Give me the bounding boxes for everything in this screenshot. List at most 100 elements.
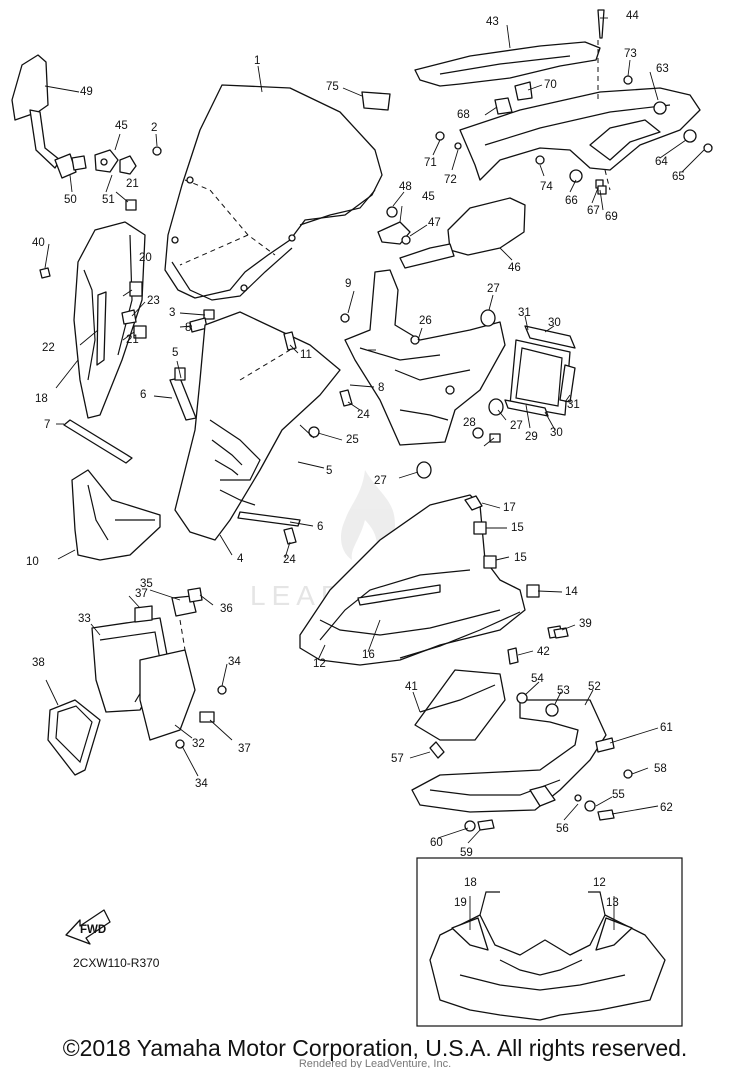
- mirror-grommets: [94, 149, 137, 211]
- callout-64: 64: [655, 156, 668, 168]
- callout-34: 34: [228, 656, 241, 668]
- callout-51: 51: [102, 194, 115, 206]
- callout-27: 27: [510, 420, 523, 432]
- inner-cowl: [169, 311, 341, 541]
- callout-47: 47: [428, 217, 441, 229]
- callout-38: 38: [32, 657, 45, 669]
- callout-12: 12: [593, 877, 606, 889]
- callout-20: 20: [139, 252, 152, 264]
- callout-8: 8: [185, 322, 191, 334]
- callout-12: 12: [313, 658, 326, 670]
- callout-16: 16: [362, 649, 375, 661]
- callout-55: 55: [612, 789, 625, 801]
- callout-33: 33: [78, 613, 91, 625]
- leader-lines: [44, 17, 705, 844]
- mirror-left: [11, 54, 87, 179]
- headlight-bracket: [340, 269, 506, 446]
- callout-9: 9: [345, 278, 351, 290]
- callout-37: 37: [135, 588, 148, 600]
- callout-69: 69: [605, 211, 618, 223]
- callout-48: 48: [399, 181, 412, 193]
- callout-28: 28: [463, 417, 476, 429]
- windscreen: [164, 84, 383, 301]
- rendered-by: Rendered by LeadVenture, Inc.: [298, 1058, 452, 1068]
- side-panel-left: [73, 221, 146, 419]
- callout-45: 45: [115, 120, 128, 132]
- callout-13: 13: [606, 897, 619, 909]
- callout-24: 24: [357, 409, 370, 421]
- callout-2: 2: [151, 122, 157, 134]
- callout-6: 6: [140, 389, 146, 401]
- callout-25: 25: [346, 434, 359, 446]
- callout-59: 59: [460, 847, 473, 859]
- mirror-right: [377, 197, 526, 269]
- callout-3: 3: [169, 307, 175, 319]
- callout-32: 32: [192, 738, 205, 750]
- callout-37: 37: [238, 743, 251, 755]
- under-cowl: [39, 267, 633, 832]
- callout-5: 5: [172, 347, 178, 359]
- callout-40: 40: [32, 237, 45, 249]
- callout-7: 7: [44, 419, 50, 431]
- callout-72: 72: [444, 174, 457, 186]
- callout-57: 57: [391, 753, 404, 765]
- air-duct: [71, 469, 161, 561]
- callout-23: 23: [147, 295, 160, 307]
- callouts: 1234556678891011121213141515161718181920…: [26, 10, 685, 909]
- callout-14: 14: [565, 586, 578, 598]
- fwd-label: FWD: [80, 924, 106, 936]
- callout-5: 5: [326, 465, 332, 477]
- duct-frame: [504, 325, 576, 417]
- side-fairing-right: [299, 494, 526, 666]
- callout-35: 35: [140, 578, 153, 590]
- callout-56: 56: [556, 823, 569, 835]
- clips-left: [121, 281, 147, 339]
- callout-58: 58: [654, 763, 667, 775]
- callout-34: 34: [195, 778, 208, 790]
- callout-36: 36: [220, 603, 233, 615]
- callout-75: 75: [326, 81, 339, 93]
- callout-62: 62: [660, 802, 673, 814]
- callout-30: 30: [550, 427, 563, 439]
- callout-18: 18: [35, 393, 48, 405]
- warning-label: [361, 91, 391, 111]
- callout-42: 42: [537, 646, 550, 658]
- callout-4: 4: [237, 553, 244, 565]
- callout-73: 73: [624, 48, 637, 60]
- callout-60: 60: [430, 837, 443, 849]
- callout-6: 6: [317, 521, 323, 533]
- diagram-code: 2CXW110-R370: [73, 956, 160, 970]
- callout-31: 31: [518, 307, 531, 319]
- callout-67: 67: [587, 205, 600, 217]
- callout-44: 44: [626, 10, 639, 22]
- callout-43: 43: [486, 16, 499, 28]
- callout-61: 61: [660, 722, 673, 734]
- callout-21: 21: [126, 334, 139, 346]
- bolts-center: [283, 331, 501, 545]
- callout-41: 41: [405, 681, 418, 693]
- callout-50: 50: [64, 194, 77, 206]
- lower-duct-assy: [47, 587, 227, 776]
- callout-26: 26: [419, 315, 432, 327]
- callout-27: 27: [374, 475, 387, 487]
- callout-53: 53: [557, 685, 570, 697]
- callout-54: 54: [531, 673, 544, 685]
- callout-49: 49: [80, 86, 93, 98]
- upper-cowl: [414, 9, 713, 195]
- callout-1: 1: [254, 55, 260, 67]
- callout-65: 65: [672, 171, 685, 183]
- callout-27: 27: [487, 283, 500, 295]
- callout-18: 18: [464, 877, 477, 889]
- callout-19: 19: [454, 897, 467, 909]
- callout-74: 74: [540, 181, 553, 193]
- callout-17: 17: [503, 502, 516, 514]
- callout-11: 11: [300, 349, 312, 361]
- callout-52: 52: [588, 681, 601, 693]
- callout-66: 66: [565, 195, 578, 207]
- fwd-arrow-icon: FWD: [65, 909, 111, 945]
- callout-68: 68: [457, 109, 470, 121]
- callout-46: 46: [508, 262, 521, 274]
- callout-10: 10: [26, 556, 39, 568]
- callout-29: 29: [525, 431, 538, 443]
